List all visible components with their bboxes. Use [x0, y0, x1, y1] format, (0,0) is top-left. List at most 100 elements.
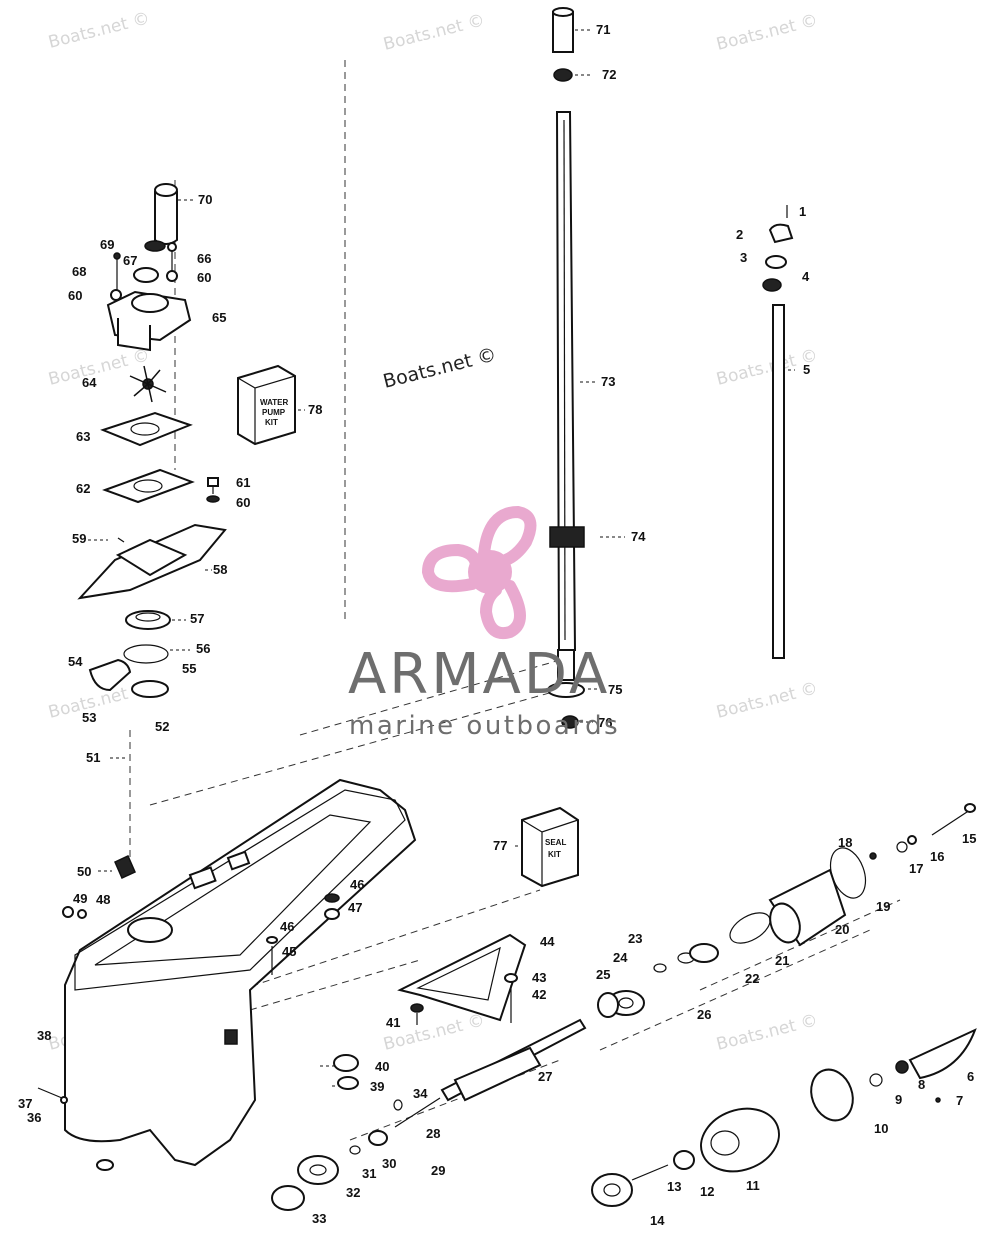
callout-27: 27: [538, 1069, 552, 1084]
watermark: Boats.net ©: [46, 8, 151, 52]
callout-4: 4: [802, 269, 810, 284]
pinion-gear: [333, 1054, 359, 1072]
callout-14: 14: [650, 1213, 665, 1228]
callout-59: 59: [72, 531, 86, 546]
impeller: [129, 365, 167, 403]
callout-32: 32: [346, 1185, 360, 1200]
callout-10: 10: [874, 1121, 888, 1136]
shaft-collar: [549, 526, 585, 548]
logo-blade: [479, 580, 526, 639]
shim: [547, 682, 585, 698]
callout-43: 43: [532, 970, 546, 985]
callout-8: 8: [918, 1077, 925, 1092]
callout-75: 75: [608, 682, 622, 697]
bushing: [552, 11, 574, 53]
impeller-plate: [100, 411, 193, 447]
callout-13: 13: [667, 1179, 681, 1194]
watermark: Boats.net ©: [714, 1010, 819, 1054]
callout-67: 67: [123, 253, 137, 268]
grommet: [144, 240, 166, 252]
callout-5: 5: [803, 362, 810, 377]
logo-hub: [468, 550, 512, 594]
gearcase-housing: [37, 778, 417, 1171]
o-ring: [123, 644, 169, 664]
oil-seal: [125, 610, 171, 630]
callout-45: 45: [282, 944, 296, 959]
ring: [131, 680, 169, 698]
nut: [553, 68, 573, 82]
gearcase: [64, 778, 417, 1167]
callout-46: 46: [350, 877, 364, 892]
callout-60: 60: [236, 495, 250, 510]
callout-66: 66: [197, 251, 211, 266]
callout-69: 69: [100, 237, 114, 252]
pump-tube: [154, 191, 178, 245]
callout-61: 61: [236, 475, 250, 490]
brand-tagline: marine outboards: [349, 711, 620, 741]
water-pump-assembly: WATER PUMP KIT: [77, 183, 296, 698]
callout-2: 2: [736, 227, 743, 242]
callout-56: 56: [196, 641, 210, 656]
callout-47: 47: [348, 900, 362, 915]
callout-74: 74: [631, 529, 646, 544]
callout-64: 64: [82, 375, 97, 390]
callout-73: 73: [601, 374, 615, 389]
callout-28: 28: [426, 1126, 440, 1141]
drive-shaft-assembly: [547, 7, 585, 729]
callout-23: 23: [628, 931, 642, 946]
watermark: Boats.net ©: [46, 345, 151, 389]
callout-1: 1: [799, 204, 806, 219]
callout-44: 44: [540, 934, 555, 949]
callout-68: 68: [72, 264, 86, 279]
callout-15: 15: [962, 831, 976, 846]
callout-40: 40: [375, 1059, 389, 1074]
thrust-hub: [591, 1173, 633, 1207]
callout-22: 22: [745, 971, 759, 986]
svg-text:PUMP: PUMP: [262, 408, 286, 417]
callout-18: 18: [838, 835, 852, 850]
shift-rod-assembly: [762, 205, 794, 659]
callout-60: 60: [68, 288, 82, 303]
callout-42: 42: [532, 987, 546, 1002]
callout-46: 46: [280, 919, 294, 934]
callout-3: 3: [740, 250, 747, 265]
callout-52: 52: [155, 719, 169, 734]
drive-shaft: [555, 111, 577, 651]
seal: [133, 267, 159, 283]
callout-19: 19: [876, 899, 890, 914]
callout-39: 39: [370, 1079, 384, 1094]
svg-text:KIT: KIT: [548, 850, 561, 859]
leader-lines: [88, 29, 795, 1087]
lower-gear-parts: [271, 803, 977, 1211]
callout-71: 71: [596, 22, 610, 37]
callout-50: 50: [77, 864, 91, 879]
callout-65: 65: [212, 310, 226, 325]
callout-36: 36: [27, 1110, 41, 1125]
callout-16: 16: [930, 849, 944, 864]
callout-20: 20: [835, 922, 849, 937]
svg-text:KIT: KIT: [265, 418, 278, 427]
callout-9: 9: [895, 1092, 902, 1107]
teardrop-gasket: [88, 658, 132, 692]
callout-24: 24: [613, 950, 628, 965]
bearing: [561, 715, 579, 729]
callout-17: 17: [909, 861, 923, 876]
callout-37: 37: [18, 1096, 32, 1111]
callout-72: 72: [602, 67, 616, 82]
callout-58: 58: [213, 562, 227, 577]
brand-name: ARMADA: [348, 642, 610, 707]
callout-12: 12: [700, 1184, 714, 1199]
callout-30: 30: [382, 1156, 396, 1171]
gasket: [102, 468, 195, 504]
callout-51: 51: [86, 750, 100, 765]
callout-7: 7: [956, 1093, 963, 1108]
callout-numbers: 1 2 3 4 5 6 7 8 9 10 11 12 13 14 15 16 1…: [18, 22, 976, 1228]
callout-11: 11: [746, 1178, 760, 1193]
propeller: [700, 1107, 780, 1173]
callout-49: 49: [73, 891, 87, 906]
watermark: Boats.net ©: [714, 10, 819, 54]
callout-41: 41: [386, 1015, 400, 1030]
callout-77: 77: [493, 838, 507, 853]
shift-rod: [772, 304, 785, 659]
